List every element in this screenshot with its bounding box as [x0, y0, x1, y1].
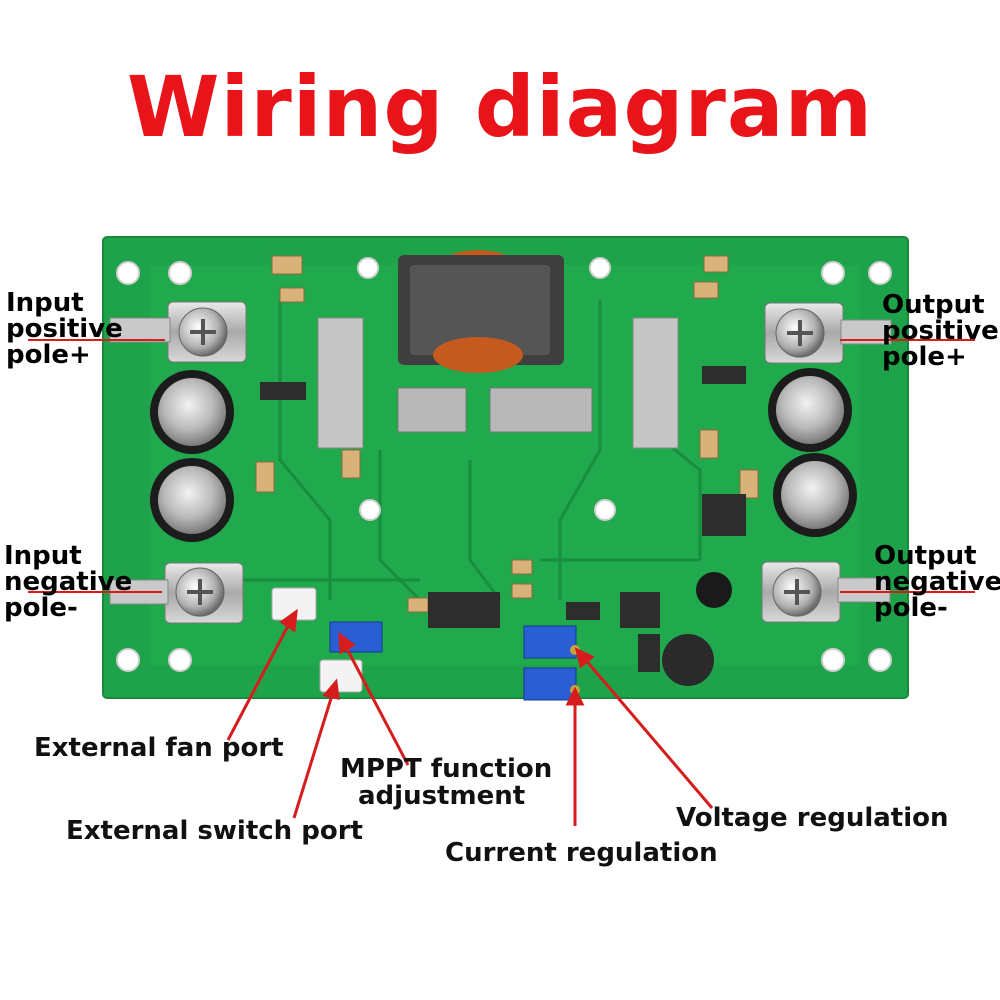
inductor — [397, 250, 593, 433]
voltage-trimmer — [523, 625, 577, 659]
page-title: Wiring diagram — [126, 58, 874, 156]
fan-port-label: External fan port — [34, 733, 284, 763]
input-positive-terminal — [109, 301, 247, 363]
output-positive-label: Output positive pole+ — [882, 290, 999, 372]
switch-port-label: External switch port — [66, 816, 363, 846]
current-trimmer — [523, 667, 577, 701]
output-negative-terminal — [761, 561, 891, 623]
input-positive-label: Input positive pole+ — [6, 288, 123, 370]
mppt-trimmer — [329, 621, 383, 653]
input-negative-label: Input negative pole- — [4, 541, 133, 623]
voltage-regulation-label: Voltage regulation — [676, 803, 949, 833]
input-negative-terminal — [109, 562, 244, 624]
mppt-label: MPPT function adjustment — [340, 754, 553, 811]
output-negative-label: Output negative pole- — [874, 541, 1000, 623]
capacitors — [150, 368, 857, 542]
current-regulation-label: Current regulation — [445, 838, 718, 868]
